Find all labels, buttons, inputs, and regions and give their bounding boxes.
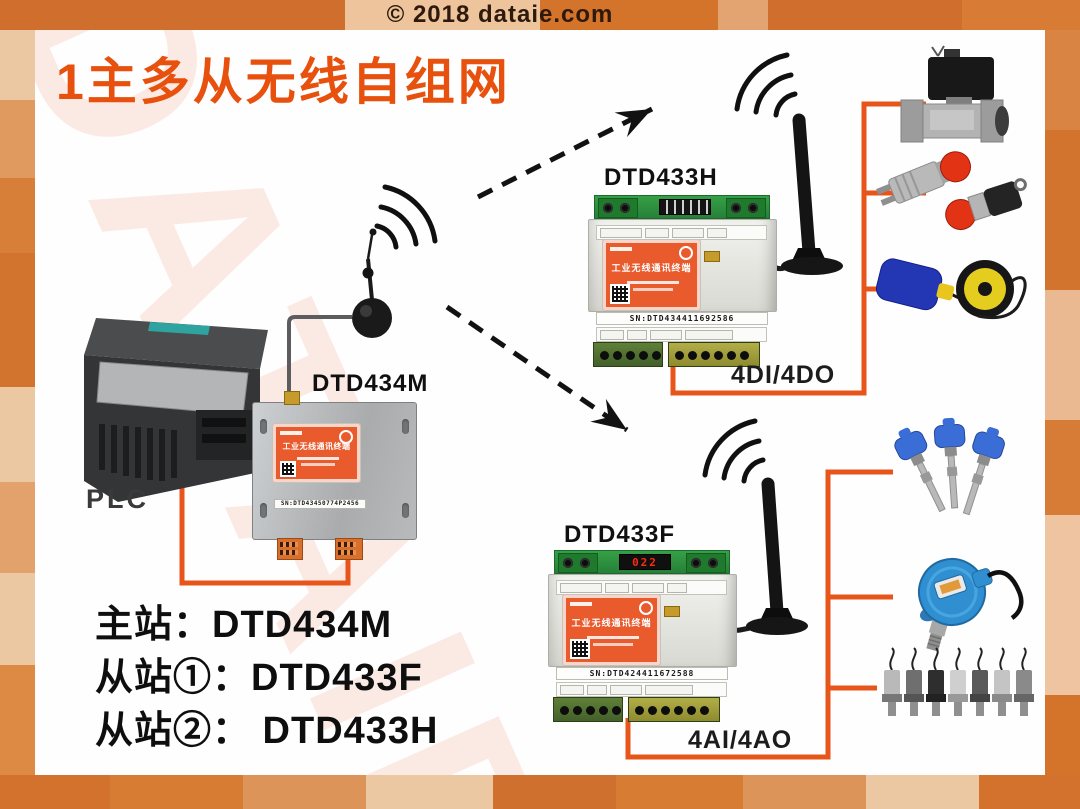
terminal-block <box>593 342 663 367</box>
label-text-line <box>301 463 335 466</box>
mounting-slot <box>260 419 267 434</box>
slave-top-wifi-waves-icon <box>734 52 798 118</box>
legend-line-master: 主站：DTD434M <box>95 604 393 646</box>
device-slave-dtd433h: 工业无线通讯终端 SN:DTD434411692586 <box>588 195 777 367</box>
radio-link-to-slave-bottom <box>445 304 629 433</box>
frame-right-bar <box>1045 30 1080 775</box>
radio-links <box>445 106 654 433</box>
brand-logo-icon <box>639 601 653 615</box>
qr-code-icon <box>570 639 590 659</box>
qr-code-icon <box>280 461 296 477</box>
mounting-slot <box>402 503 409 518</box>
screw-terminal <box>726 198 766 218</box>
mounting-slot <box>260 503 267 518</box>
slave-top-product-label: 工业无线通讯终端 <box>603 240 700 310</box>
terminal-block <box>553 697 623 722</box>
wire-plc-to-master <box>179 468 351 586</box>
pressure-transducers-icon <box>882 647 1034 716</box>
antenna-connector-icon <box>284 391 300 405</box>
wiring-legend-strip <box>556 580 727 595</box>
mounting-slot <box>402 419 409 434</box>
pressure-transmitter-icon <box>918 558 1024 652</box>
wiring-legend-strip <box>596 327 767 342</box>
push-button-switches-icon <box>876 151 1027 231</box>
screw-terminal <box>686 553 726 573</box>
copyright-text: © 2018 dataie.com <box>386 1 614 28</box>
label-text-line <box>587 636 639 639</box>
brand-logo-icon <box>339 430 353 444</box>
antenna-connector-icon <box>704 251 720 262</box>
master-name-label: DTD434M <box>312 370 429 397</box>
slave-bottom-name-label: DTD433F <box>564 521 676 548</box>
power-terminal-pcb <box>594 195 770 219</box>
digital-io-label: 4DI/4DO <box>731 361 836 389</box>
label-brand-mark <box>570 602 592 606</box>
label-title: 工业无线通讯终端 <box>282 442 351 451</box>
terminal-block <box>335 538 363 560</box>
frame-bottom-bar <box>0 775 1080 809</box>
screw-terminal <box>598 198 638 218</box>
radio-link-to-slave-top <box>476 106 654 200</box>
temperature-probes-icon <box>894 417 1005 516</box>
label-brand-mark <box>280 431 302 435</box>
slave-top-serial-number: SN:DTD434411692586 <box>596 312 768 325</box>
analog-io-label: 4AI/4AO <box>688 726 793 754</box>
label-brand-mark <box>610 247 632 251</box>
terminal-block <box>277 538 303 560</box>
plc-vents <box>99 424 177 481</box>
page-title: 1主多从无线自组网 <box>56 54 511 110</box>
station-legend: 主站：DTD434M 从站①：DTD433F 从站②： DTD433H <box>95 604 439 765</box>
label-text-line <box>593 643 633 646</box>
slave-bottom-serial-number: SN:DTD424411672588 <box>556 667 728 680</box>
master-product-label: 工业无线通讯终端 <box>273 424 360 482</box>
legend-line-slave2: 从站②： DTD433H <box>95 709 439 752</box>
qr-code-icon <box>610 284 630 304</box>
master-wifi-waves-icon <box>374 184 438 250</box>
float-switches-icon <box>875 258 1027 320</box>
wiring-legend-strip <box>556 682 727 697</box>
screw-terminal <box>558 553 598 573</box>
slave-top-name-label: DTD433H <box>604 164 718 191</box>
master-antenna <box>287 228 392 392</box>
frame-top-bar <box>0 0 1080 30</box>
io-terminals <box>548 697 737 722</box>
seven-segment-display: 022 <box>619 554 671 570</box>
wiring-legend-strip <box>596 225 767 240</box>
terminal-block <box>668 342 760 367</box>
slave-bottom-antenna <box>665 477 808 635</box>
io-terminals <box>588 342 777 367</box>
power-terminal-pcb: 022 <box>554 550 730 574</box>
dip-switch-icon <box>659 199 711 215</box>
frame-left-bar <box>0 30 35 775</box>
plc-image <box>84 318 268 502</box>
device-master-dtd434m: 工业无线通讯终端 SN:DTD43450774P2456 <box>252 391 417 560</box>
master-serial-number: SN:DTD43450774P2456 <box>274 499 366 509</box>
label-text-line <box>297 457 339 460</box>
label-text-line <box>627 281 679 284</box>
slave-bottom-product-label: 工业无线通讯终端 <box>563 595 660 665</box>
label-title: 工业无线通讯终端 <box>571 618 652 628</box>
terminal-block <box>628 697 720 722</box>
plc-label: PLC <box>86 484 149 514</box>
device-slave-dtd433f: 022 工业无线通讯终端 SN:DTD424411672588 <box>548 550 737 722</box>
slave-bottom-wifi-waves-icon <box>702 418 766 484</box>
brand-logo-icon <box>679 246 693 260</box>
legend-line-slave1: 从站①：DTD433F <box>95 656 423 699</box>
label-title: 工业无线通讯终端 <box>611 263 692 273</box>
label-text-line <box>633 288 673 291</box>
wire-slave-bottom-to-analog-sensors <box>625 469 893 760</box>
solenoid-valve-icon <box>900 45 1009 143</box>
antenna-connector-icon <box>664 606 680 617</box>
